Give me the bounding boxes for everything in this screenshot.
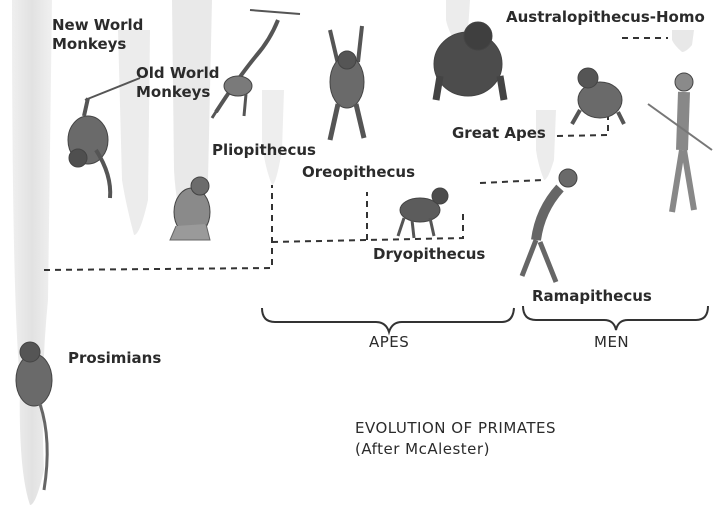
australopithecus-homo-label: Australopithecus-Homo [506,8,705,27]
figure-caption-title: EVOLUTION OF PRIMATES [355,418,556,439]
great-apes-lineage-beam [536,110,556,180]
great-apes-label: Great Apes [452,124,546,143]
apes-group-label: APES [369,333,409,352]
figure-caption: EVOLUTION OF PRIMATES (After McAlester) [355,418,556,460]
group-braces [262,306,708,332]
australopithecus-lineage-beam [672,30,694,52]
pliopithecus-label: Pliopithecus [212,141,316,160]
pliopithecus-lineage-beam [262,90,284,185]
new-world-monkeys-label-line1: New World [52,16,143,35]
prosimians-label: Prosimians [68,349,161,368]
new-world-monkeys-label: New World Monkeys [52,16,143,54]
men-group-label: MEN [594,333,629,352]
men-brace [523,306,708,330]
dryopithecus-label: Dryopithecus [373,245,485,264]
dryopithecus-to-ramapithecus-connector [480,180,543,183]
new-world-monkeys-label-line2: Monkeys [52,35,143,54]
new-world-lineage-beam [118,30,150,235]
apes-brace [262,308,514,332]
old-world-monkeys-label: Old World Monkeys [136,64,219,102]
figure-caption-credit: (After McAlester) [355,439,556,460]
oreopithecus-label: Oreopithecus [302,163,415,182]
prosimian-to-apes-connector [44,185,272,270]
great-ape-figure [572,68,624,124]
pliopithecus-figure [212,10,300,118]
ramapithecus-figure [522,169,577,282]
homo-figure [648,73,712,212]
old-world-monkeys-label-line1: Old World [136,64,219,83]
old-world-monkeys-label-line2: Monkeys [136,83,219,102]
dryopithecus-figure [398,188,448,238]
gorilla-figure [434,22,504,100]
ramapithecus-label: Ramapithecus [532,287,652,306]
oreopithecus-figure [330,26,364,140]
